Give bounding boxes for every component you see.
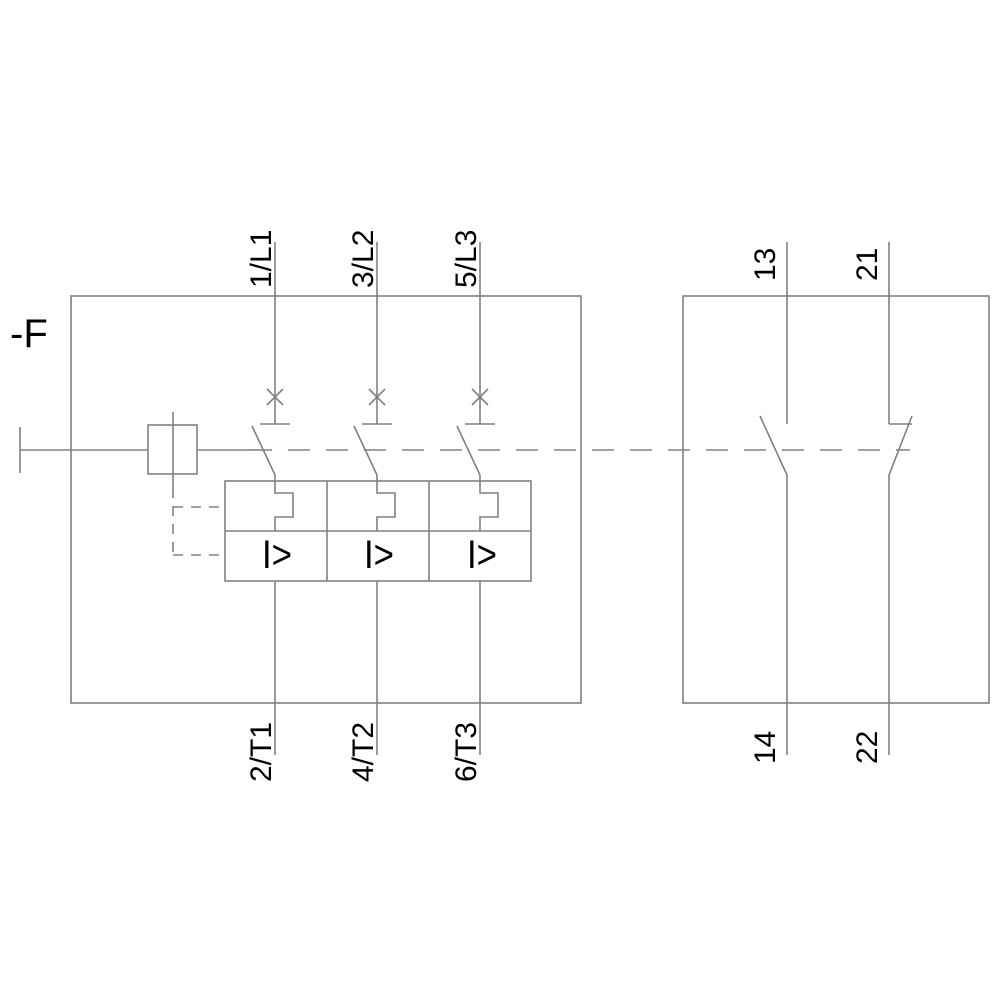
terminal-label-6-T3: 6/T3 [450, 722, 483, 782]
terminal-label-4-T2: 4/T2 [347, 722, 380, 782]
reference-designation: -F [10, 312, 48, 356]
magnetic-release-2: I> [364, 533, 394, 577]
main-contact-3 [456, 425, 481, 476]
main-contact-2 [353, 425, 378, 476]
overcurrent-symbol: I> [467, 533, 497, 577]
main-contact-1 [251, 425, 276, 476]
aux-contact-enclosure [682, 295, 990, 704]
nc-contact-blade [888, 415, 913, 476]
main-unit-enclosure [70, 295, 582, 704]
terminal-label-14: 14 [749, 731, 782, 764]
terminal-label-2-T1: 2/T1 [245, 722, 278, 782]
terminal-label-1-L1: 1/L1 [245, 230, 278, 288]
terminal-label-21: 21 [851, 248, 884, 281]
pole-2: I> [353, 242, 396, 755]
pole-3: I> [456, 242, 499, 755]
magnetic-release-1: I> [262, 533, 292, 577]
terminal-label-13: 13 [749, 248, 782, 281]
terminal-label-22: 22 [851, 731, 884, 764]
overcurrent-symbol: I> [262, 533, 292, 577]
pole-1: I> [251, 242, 294, 755]
aux-no-contact [759, 242, 788, 755]
thermal-release-1 [274, 481, 294, 531]
thermal-release-2 [376, 481, 396, 531]
magnetic-release-3: I> [467, 533, 497, 577]
overcurrent-symbol: I> [364, 533, 394, 577]
thermal-release-3 [479, 481, 499, 531]
aux-nc-contact [888, 242, 913, 755]
no-contact-blade [759, 415, 788, 476]
terminal-label-3-L2: 3/L2 [347, 230, 380, 288]
terminal-label-5-L3: 5/L3 [450, 230, 483, 288]
